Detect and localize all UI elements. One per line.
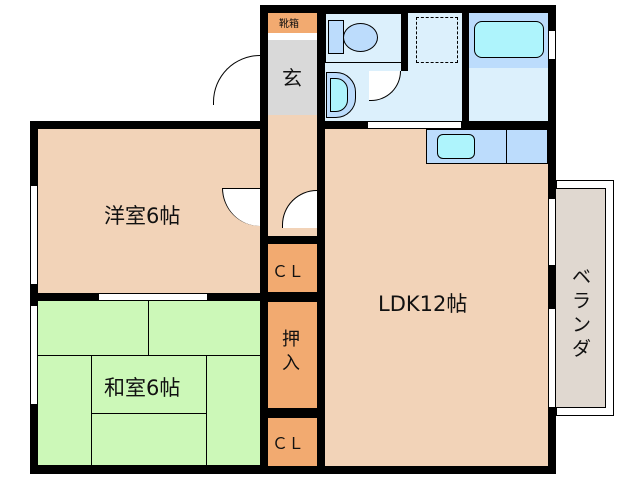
wall-toilet: [401, 13, 408, 71]
tatami-line: [38, 355, 260, 356]
window-bath: [548, 30, 556, 60]
tatami-line: [206, 355, 207, 466]
tatami-line: [91, 355, 92, 466]
entrance: [268, 40, 317, 115]
window-western: [30, 185, 38, 285]
closet-2-label: ＣＬ: [272, 434, 305, 453]
kitchen-sink: [437, 134, 475, 159]
shoebox: [268, 13, 317, 33]
veranda: [556, 188, 606, 408]
room-western-label: 洋室6帖: [104, 204, 181, 228]
entrance-door: [213, 55, 260, 105]
sliding-door-rooms: [98, 293, 208, 301]
toilet-bowl: [343, 23, 378, 52]
tatami-line: [91, 413, 206, 414]
room-ldk: [325, 129, 548, 466]
shower-area: [416, 17, 458, 63]
wall-right-upper: [548, 5, 556, 129]
tatami-line: [148, 301, 149, 355]
closet-1: [268, 244, 317, 292]
wall-bath: [462, 13, 469, 121]
shoebox-label: 靴箱: [279, 19, 299, 30]
window-japanese: [30, 305, 38, 405]
wall-right: [548, 129, 556, 474]
wall-closet-divider: [260, 292, 325, 302]
wall-hall-divider: [260, 236, 325, 244]
room-japanese: [30, 293, 268, 473]
toilet-tank: [328, 20, 344, 54]
room-japanese-label: 和室6帖: [104, 376, 181, 400]
window-ldk-2: [548, 308, 556, 408]
sliding-door-wet: [367, 121, 462, 129]
oshiire-label: 押入: [282, 329, 300, 374]
bathtub: [474, 21, 544, 58]
closet-2: [268, 418, 317, 466]
oshiire: [268, 302, 317, 408]
washbasin-inner: [330, 78, 348, 112]
veranda-label: ベランダ: [572, 266, 592, 360]
entrance-label: 玄: [282, 66, 302, 90]
wall-top: [260, 5, 556, 13]
room-ldk-label: LDK12帖: [378, 292, 468, 316]
closet-1-label: ＣＬ: [272, 262, 305, 281]
wall-oshiire-divider: [260, 408, 325, 418]
window-ldk-1: [548, 198, 556, 266]
wall-bottom: [30, 466, 556, 474]
kitchen-divider: [506, 129, 507, 164]
